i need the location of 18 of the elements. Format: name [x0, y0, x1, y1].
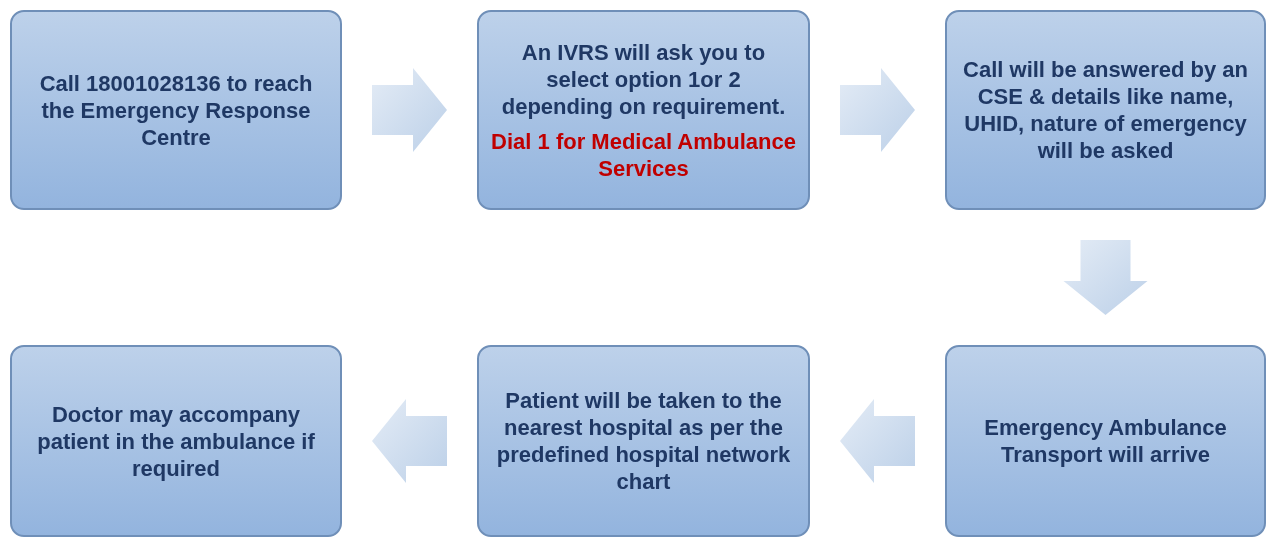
block-arrow	[372, 68, 447, 152]
process-box	[945, 345, 1266, 537]
block-arrow	[372, 399, 447, 483]
block-arrow	[840, 68, 915, 152]
process-box	[477, 345, 810, 537]
step-text: Call 18001028136 to reach the Emergency Response Centre	[38, 69, 314, 151]
step-text: Doctor may accompany patient in the ambulance if required	[36, 400, 316, 482]
process-box	[10, 345, 342, 537]
step-text: An IVRS will ask you to select option 1or 2 depending on requirement.	[500, 38, 787, 120]
process-box	[10, 10, 342, 210]
process-box	[945, 10, 1266, 210]
block-arrow	[840, 399, 915, 483]
step-text: Patient will be taken to the nearest hospital as per the predefined hospital network chart	[495, 387, 792, 495]
step-text: Emergency Ambulance Transport will arrive	[983, 414, 1228, 468]
process-box	[477, 10, 810, 210]
step-text: Call will be answered by an CSE & details like name, UHID, nature of emergency will be asked	[962, 56, 1249, 164]
highlight-text: Dial 1 for Medical Ambulance Services	[490, 127, 797, 182]
block-arrow	[1063, 240, 1148, 315]
